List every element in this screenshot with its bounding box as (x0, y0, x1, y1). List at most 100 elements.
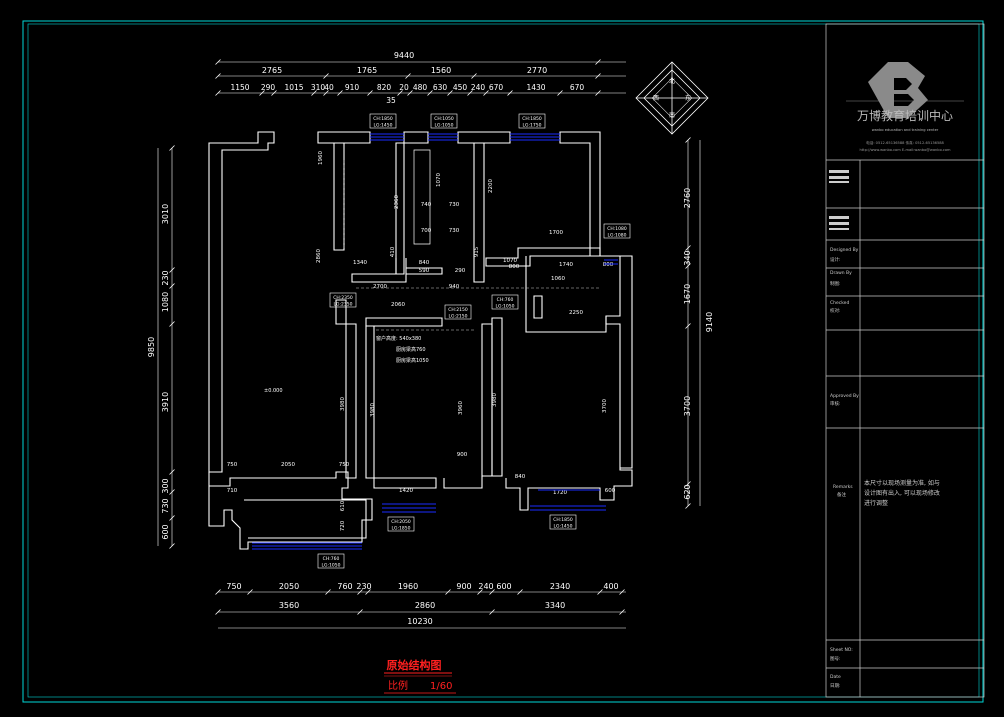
dim-interior-label: 710 (227, 488, 238, 494)
window-tag-text: LG:1050 (435, 123, 454, 129)
dim-tick (595, 59, 601, 65)
dim-left-segment: 600 (161, 524, 170, 539)
dim-bottom-row1-label: 600 (496, 582, 511, 591)
window-tag-text: CH:1080 (607, 226, 627, 232)
designed-by-cn: 设计: (830, 256, 841, 263)
window-tag-text: LG:2150 (449, 314, 468, 320)
dim-tick (489, 589, 495, 595)
sheet-no-cn: 图号: (830, 656, 841, 662)
dim-tick (483, 90, 489, 96)
dim-tick (405, 73, 411, 79)
window-tag-text: CH:1050 (434, 116, 454, 122)
dim-tick (323, 73, 329, 79)
dim-top-row3-label: 480 (413, 83, 428, 92)
window-tag-box (444, 304, 472, 320)
dim-interior-label: 2050 (281, 462, 295, 468)
sheet-no-label: Sheet NO: (830, 647, 853, 653)
dim-right-segment: 620 (683, 484, 692, 499)
dim-tick (311, 90, 317, 96)
dim-bottom-row1-label: 900 (456, 582, 471, 591)
dim-interior-label: 600 (605, 488, 616, 494)
dim-top-row3-label: 1430 (526, 83, 545, 92)
dim-interior-label: 800 (603, 262, 614, 268)
dim-interior-label: 915 (474, 246, 480, 257)
dim-interior-label: 940 (449, 284, 460, 290)
dim-interior-label: 3980 (340, 397, 346, 411)
window-tag-text: CH:2350 (333, 295, 353, 301)
scale-value: 1/60 (430, 681, 452, 692)
dim-interior-label: 1070 (503, 258, 517, 264)
dim-top-row3-label: 1150 (230, 83, 249, 92)
dim-tick (445, 589, 451, 595)
dim-interior-label: 2360 (394, 195, 400, 209)
remarks-line-3: 进行调整 (864, 499, 888, 507)
window-tag-text: LG:2350 (334, 302, 353, 308)
dim-tick (595, 73, 601, 79)
company-name-en: wanbo education and training center (872, 128, 939, 132)
dim-tick (685, 263, 691, 269)
dim-bottom-row1-label: 760 (337, 582, 352, 591)
dim-top-row3-label: 670 (570, 83, 585, 92)
dim-bottom-row1-label: 750 (226, 582, 241, 591)
dim-interior-label: 1060 (551, 276, 565, 282)
company-contact-1: 电话: 0512-65136588 传真: 0512-65136588 (866, 140, 944, 145)
dim-interior-label: 3960 (458, 401, 464, 415)
dim-interior-label: 750 (227, 462, 238, 468)
dim-tick (477, 589, 483, 595)
window-tags: CH:1850LG:1450CH:1050LG:1050CH:1850LG:17… (317, 113, 631, 569)
window-tag-box (549, 514, 577, 530)
dim-interior-label: 1420 (399, 488, 413, 494)
remarks-line-1: 本尺寸以现场测量为准, 如与 (864, 479, 940, 487)
dim-top-row3-label: 20 (399, 83, 409, 92)
dim-bottom-row1-label: 400 (603, 582, 618, 591)
window-tag-box (603, 223, 631, 239)
note-line-3: 厨房梁高1050 (396, 357, 429, 364)
window-tag-box (387, 516, 415, 532)
dim-interior-label: 2060 (391, 302, 405, 308)
window-tag-text: LG:1050 (322, 563, 341, 569)
dim-left-segment: 300 (161, 478, 170, 493)
dim-right-segment: 3700 (683, 396, 692, 416)
dim-tick (169, 489, 175, 495)
dim-top-row3-label: 910 (345, 83, 360, 92)
date-label: Date (830, 674, 841, 680)
window-tag-text: CH:2150 (448, 307, 468, 313)
window-tag-text: CH:1850 (522, 116, 542, 122)
dim-bottom-row2-label: 3340 (545, 601, 565, 610)
dim-interior-label: 1070 (436, 173, 442, 187)
dim-top-small: 35 (386, 96, 396, 105)
window-tag-text: CH:760 (497, 297, 514, 303)
dim-top-row2-label: 2770 (527, 66, 547, 75)
note-line-2: 厨房梁高760 (396, 346, 426, 353)
dim-interior-label: 410 (390, 246, 396, 257)
dim-left-segment: 3910 (161, 392, 170, 412)
dim-bottom-row1-label: 2340 (550, 582, 570, 591)
dim-tick (215, 90, 221, 96)
dim-interior-label: 1700 (549, 230, 563, 236)
window-tag-box (491, 294, 519, 310)
compass-rose (635, 61, 709, 135)
dim-bottom-row1-label: 240 (478, 582, 493, 591)
dim-tick (367, 90, 373, 96)
dim-interior-label: 3980 (370, 403, 376, 417)
beam-lines (343, 160, 600, 331)
dim-tick (619, 589, 625, 595)
dim-tick (337, 90, 343, 96)
dim-interior-label: 1340 (353, 260, 367, 266)
dim-interior-label: 720 (340, 520, 346, 531)
dim-top-row3-label: 630 (433, 83, 448, 92)
dim-interior-label: 2250 (569, 310, 583, 316)
dim-tick (215, 73, 221, 79)
dim-top-row3-label: 450 (453, 83, 468, 92)
dim-tick (685, 137, 691, 143)
dim-tick (507, 90, 513, 96)
title-block (825, 23, 985, 698)
window-tag-box (430, 113, 458, 129)
dim-tick (489, 609, 495, 615)
window-tag-text: LG:1450 (374, 123, 393, 129)
dim-interior-label: 730 (449, 228, 460, 234)
dim-top-row2-label: 2765 (262, 66, 282, 75)
dim-tick (595, 90, 601, 96)
dim-bottom-total: 10230 (407, 617, 432, 626)
